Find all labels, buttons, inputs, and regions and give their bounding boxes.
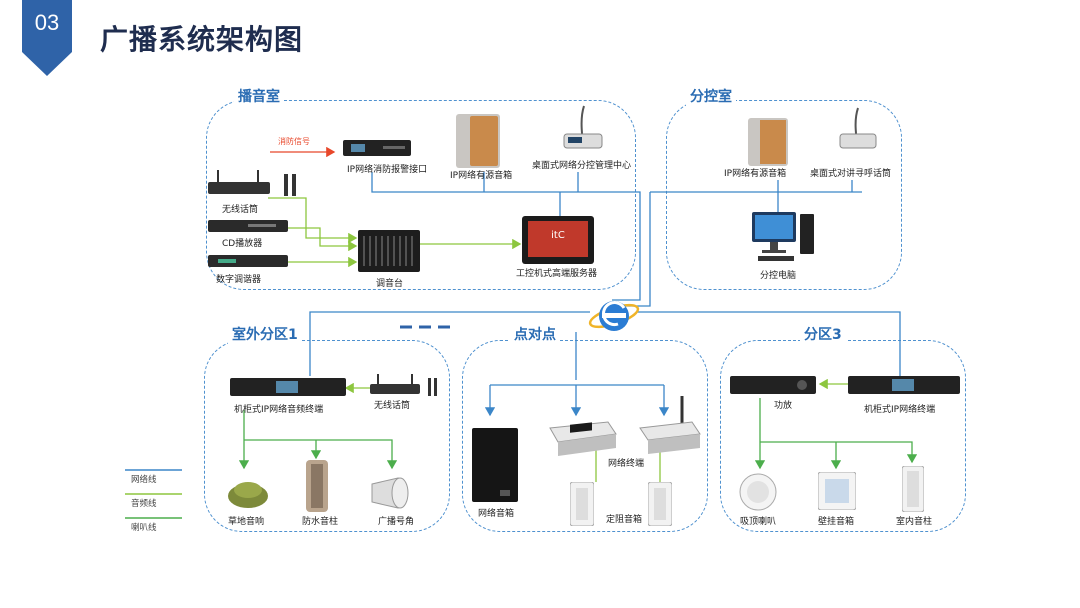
lawn-speaker-label: 草地音响 <box>228 517 265 527</box>
rack-terminal-device <box>230 378 346 396</box>
speaker-lines <box>238 398 918 470</box>
waterproof-column-device <box>306 460 328 512</box>
region-title-zone3: 分区3 <box>800 324 846 344</box>
rack-terminal-label: 机柜式IP网络音频终端 <box>234 405 324 415</box>
region-p2p <box>462 340 708 532</box>
net-speaker-device <box>472 428 518 502</box>
amplifier-device <box>730 376 816 394</box>
cd-player-label: CD播放器 <box>222 239 263 249</box>
lawn-speaker-device <box>228 482 268 508</box>
server-device: itC <box>522 216 594 264</box>
wireless-mic-device <box>208 170 296 196</box>
ctrl-active-speaker-label: IP网络有源音箱 <box>724 169 787 179</box>
cd-player-device <box>208 220 288 232</box>
ctrl-active-speaker-device <box>748 118 788 166</box>
ip-fire-alarm-label: IP网络消防报警接口 <box>347 165 428 175</box>
ceiling-speaker-label: 吸顶喇叭 <box>740 517 777 527</box>
ip-active-speaker-device <box>456 114 500 168</box>
region-title-broadcast-room: 播音室 <box>234 86 284 106</box>
legend-network: 网络线 <box>131 475 157 485</box>
region-outdoor-zone1 <box>204 340 450 532</box>
net-speaker-label: 网络音箱 <box>478 509 515 519</box>
fixed-speaker-label: 定阻音箱 <box>606 515 643 525</box>
region-control-room <box>666 100 902 290</box>
digital-tuner-label: 数字调谐器 <box>216 275 262 285</box>
rack-ip-terminal-device <box>848 376 960 394</box>
section-badge <box>22 0 72 76</box>
net-terminal-device-1 <box>549 421 617 456</box>
wireless-mic2-label: 无线话筒 <box>374 401 411 411</box>
region-title-outdoor-zone1: 室外分区1 <box>228 324 302 344</box>
rack-ip-terminal-label: 机柜式IP网络终端 <box>864 405 936 415</box>
fixed-speaker-device-1 <box>570 482 594 526</box>
page-title: 广播系统架构图 <box>100 23 304 56</box>
digital-tuner-device <box>208 255 288 267</box>
fire-signal-label: 消防信号 <box>278 137 310 146</box>
intercom-mic-label: 桌面式对讲寻呼话筒 <box>810 169 892 179</box>
horn-device <box>371 477 409 509</box>
wireless-mic2-device <box>370 374 437 396</box>
wall-speaker-device <box>818 472 856 510</box>
fixed-speaker-device-2 <box>648 482 672 526</box>
ip-active-speaker-label: IP网络有源音箱 <box>450 171 513 181</box>
section-number: 03 <box>34 10 60 35</box>
network-hub-icon <box>588 301 640 331</box>
audio-lines <box>268 197 850 482</box>
region-title-p2p: 点对点 <box>510 324 560 344</box>
ceiling-speaker-device <box>739 473 777 511</box>
horn-label: 广播号角 <box>378 517 415 527</box>
ip-fire-alarm-device <box>343 140 411 156</box>
server-label: 工控机式高端服务器 <box>516 269 598 279</box>
desktop-manager-label: 桌面式网络分控管理中心 <box>532 161 632 171</box>
indoor-column-device <box>902 466 924 512</box>
amplifier-label: 功放 <box>774 401 793 411</box>
desktop-manager-device <box>563 105 603 149</box>
control-pc-device <box>752 212 814 261</box>
wall-speaker-label: 壁挂音箱 <box>818 517 855 527</box>
legend-audio: 音频线 <box>131 499 157 509</box>
indoor-column-label: 室内音柱 <box>896 517 933 527</box>
intercom-mic-device <box>839 107 877 149</box>
wireless-mic-label: 无线话筒 <box>222 205 259 215</box>
control-pc-label: 分控电脑 <box>760 271 797 281</box>
mixer-label: 调音台 <box>376 279 404 289</box>
waterproof-column-label: 防水音柱 <box>302 517 339 527</box>
legend-speaker: 喇叭线 <box>131 523 157 533</box>
svg-text:itC: itC <box>551 230 565 241</box>
net-terminal-label: 网络终端 <box>608 459 645 469</box>
region-broadcast-room <box>206 100 636 290</box>
region-title-control-room: 分控室 <box>686 86 736 106</box>
net-terminal-device-2 <box>639 396 701 454</box>
mixer-device <box>358 230 420 272</box>
